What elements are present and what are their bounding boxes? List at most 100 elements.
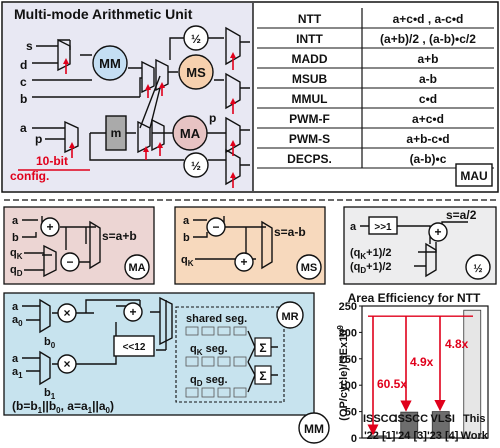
input-c: c (20, 75, 27, 89)
ma-input-qk: qK (10, 247, 23, 261)
half-panel: a >>1 + s=a/2 (qK+1)/2 (qD+1)/2 ½ (343, 206, 497, 285)
mr-badge-label: MR (281, 311, 298, 323)
x-tick-label: '23 [4] (427, 430, 459, 442)
mm-in-mux-1 (39, 298, 51, 334)
shift-right-block (368, 216, 398, 235)
out-mux-4 (225, 148, 241, 186)
mm-times-2: × (63, 357, 70, 371)
mr-wires (247, 330, 278, 393)
mau-title: Multi-mode Arithmetic Unit (14, 6, 193, 22)
bar (463, 309, 482, 439)
half-q-mux (425, 242, 437, 278)
half-node-top-label: ½ (191, 32, 201, 46)
control-arrows (65, 56, 234, 188)
mm-multiplier-1 (57, 303, 77, 323)
x-tick-label: ISSCC (394, 413, 428, 425)
m-register-label: m (111, 126, 122, 140)
mode-name: PWM-F (289, 112, 330, 126)
mode-operation: a+b (417, 52, 438, 66)
input-wires (32, 45, 140, 140)
improvement-label: 60.5x (377, 377, 407, 391)
input-d: d (20, 58, 27, 72)
mm-in-mux-2 (39, 350, 51, 386)
y-tick-label: 250 (339, 301, 357, 313)
ma-equation: s=a+b (102, 229, 137, 243)
half-equation: s=a/2 (446, 208, 477, 222)
config-label-2: config. (10, 169, 49, 183)
ma-node-label: MA (180, 126, 201, 141)
ma-minus-sign: − (66, 255, 73, 269)
x-tick-label: '22 [1] (364, 430, 396, 442)
x-tick-label: '24 [3] (396, 430, 428, 442)
ms-node-label: MS (186, 65, 206, 80)
bar (400, 411, 419, 439)
mm-input-a1: a1 (12, 366, 23, 380)
mm-equation: (b=b1||b0, a=a1||a0) (12, 399, 114, 415)
half-input-a: a (350, 221, 357, 233)
shared-seg-cells (185, 326, 247, 336)
sigma-2: Σ (259, 369, 266, 383)
y-tick-label: 50 (345, 407, 357, 419)
mode-name: MSUB (292, 72, 328, 86)
mm-out-mux (159, 296, 173, 346)
output-p: p (209, 111, 216, 125)
sigma-1: Σ (259, 341, 266, 355)
mm-node (92, 45, 128, 81)
shift-left-label: <<12 (123, 342, 146, 353)
out-mux-2 (225, 72, 241, 110)
mm-input-a0: a0 (12, 314, 23, 328)
mau-badge-label: MAU (460, 169, 487, 183)
half-badge (465, 254, 491, 280)
half-node-bottom (183, 152, 209, 178)
ma-badge-label: MA (128, 262, 145, 274)
ms-plus-sign: + (240, 255, 247, 269)
mode-operation: a+c•d , a-c•d (393, 12, 464, 26)
ma-badge (124, 254, 150, 280)
config-label: 10-bit (36, 154, 68, 168)
mode-operation: (a+b)/2 , (a-b)•c/2 (380, 32, 476, 46)
ms-badge (296, 254, 322, 280)
input-p: p (35, 132, 42, 146)
y-tick-label: 0 (351, 433, 357, 445)
mode-operation: a-b (419, 72, 437, 86)
m-register (105, 115, 127, 151)
shift-left-block (113, 335, 155, 357)
mode-name: PWM-S (289, 132, 330, 146)
ms-badge-label: MS (301, 262, 318, 274)
mm-mux-1 (141, 60, 155, 94)
bar (368, 435, 387, 439)
half-node-bottom-label: ½ (191, 159, 201, 173)
mr-qk-seg: qK seg. (190, 343, 228, 357)
half-badge-label: ½ (473, 263, 482, 275)
mode-name: DECPS. (287, 152, 332, 166)
half-plus-sign: + (434, 225, 441, 239)
mode-name: NTT (298, 12, 322, 26)
out-mux-1 (225, 26, 241, 66)
input-mux-2 (64, 120, 79, 154)
ma-wires (22, 216, 96, 271)
mm-node-label: MM (99, 56, 121, 71)
shift-right-label: >>1 (374, 222, 392, 233)
ma-q-mux (43, 244, 57, 278)
ma-panel: a b qK qD + − s=a+b MA (3, 206, 155, 285)
input-a: a (20, 121, 27, 135)
ms-node (178, 54, 214, 90)
input-b: b (20, 92, 27, 106)
ma-adder (40, 217, 60, 237)
ma-input-a: a (12, 215, 19, 227)
half-input-qd: (qD+1)/2 (350, 261, 392, 275)
ma-mux-2 (151, 118, 165, 152)
x-tick-label: VLSI (431, 413, 455, 425)
y-tick-label: 100 (339, 380, 357, 392)
mm-panel: a a0 b0 a a1 b1 × × + <<12 shared seg. q… (3, 292, 330, 444)
mm-plus-sign: + (129, 305, 136, 319)
mode-name: INTT (296, 32, 323, 46)
out-mux-3 (225, 116, 241, 154)
mm-badge-label: MM (304, 422, 324, 436)
mau-panel: Multi-mode Arithmetic Unit s d c b a p (1, 1, 499, 193)
qk-seg-cells (185, 356, 247, 367)
lower-half-wire (89, 133, 226, 161)
mr-qd-seg: qD seg. (190, 374, 228, 388)
output-wires (240, 41, 250, 166)
